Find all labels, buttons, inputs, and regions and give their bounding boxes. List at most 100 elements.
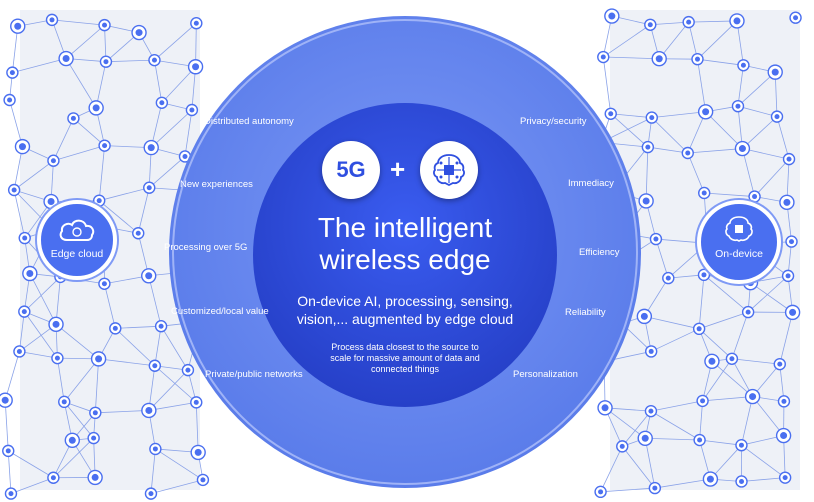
brain-node-icon bbox=[731, 99, 745, 113]
network-link bbox=[65, 24, 105, 59]
brain-node-icon bbox=[697, 268, 711, 282]
brain-node-icon bbox=[190, 17, 203, 30]
brain-node-icon bbox=[789, 11, 802, 24]
device-icon bbox=[744, 388, 761, 405]
brain-node-icon bbox=[737, 59, 750, 72]
network-link bbox=[698, 328, 733, 360]
brain-node-icon bbox=[99, 55, 113, 68]
network-link bbox=[150, 448, 156, 494]
title-line-1: The intelligent bbox=[317, 212, 493, 243]
brain-node-icon bbox=[87, 431, 100, 445]
network-link bbox=[742, 148, 755, 197]
network-link bbox=[19, 351, 58, 359]
network-link bbox=[737, 65, 744, 107]
network-link bbox=[53, 437, 94, 479]
network-link bbox=[647, 146, 688, 154]
brain-node-icon bbox=[696, 394, 709, 408]
network-link bbox=[603, 24, 651, 58]
device-icon bbox=[702, 471, 719, 487]
device-icon bbox=[651, 51, 667, 67]
device-icon bbox=[64, 432, 81, 448]
network-link bbox=[29, 273, 57, 325]
network-link bbox=[23, 311, 58, 359]
brain-node-icon bbox=[4, 487, 18, 500]
network-link bbox=[53, 145, 105, 162]
brain-icon bbox=[725, 216, 753, 242]
network-link bbox=[148, 401, 197, 411]
brain-node-icon bbox=[777, 395, 791, 408]
network-link bbox=[747, 275, 789, 313]
device-icon bbox=[141, 402, 157, 419]
brain-node-icon bbox=[770, 110, 784, 123]
network-link bbox=[688, 22, 698, 60]
network-link bbox=[104, 145, 152, 149]
note: Process data closest to the source to sc… bbox=[290, 342, 520, 375]
network-link bbox=[688, 20, 737, 23]
brain-node-icon bbox=[196, 473, 210, 487]
brain-node-icon bbox=[190, 396, 203, 409]
network-link bbox=[160, 325, 189, 371]
brain-node-icon bbox=[89, 406, 102, 420]
subtitle: On-device AI, processing, sensing, visio… bbox=[255, 292, 555, 328]
network-link bbox=[4, 351, 20, 401]
network-link bbox=[610, 113, 652, 119]
network-link bbox=[73, 118, 105, 146]
network-link bbox=[741, 477, 786, 482]
network-link bbox=[742, 116, 778, 149]
network-link bbox=[11, 26, 19, 73]
brain-node-icon bbox=[109, 322, 122, 335]
network-link bbox=[104, 283, 116, 329]
network-link bbox=[115, 328, 156, 367]
device-icon bbox=[779, 194, 795, 211]
network-link bbox=[154, 22, 197, 61]
brain-node-icon bbox=[181, 363, 195, 377]
network-link bbox=[644, 315, 700, 330]
network-link bbox=[704, 192, 755, 197]
brain-node-icon bbox=[185, 103, 199, 117]
device-icon bbox=[637, 430, 653, 446]
device-icon bbox=[767, 64, 783, 80]
device-icon bbox=[636, 308, 653, 325]
brain-node-icon bbox=[155, 96, 169, 109]
brain-node-icon bbox=[648, 481, 662, 495]
network-link bbox=[731, 358, 780, 365]
brain-node-icon bbox=[682, 15, 695, 29]
brain-node-icon bbox=[691, 52, 704, 66]
network-link bbox=[621, 410, 652, 447]
network-link bbox=[650, 400, 703, 412]
network-link bbox=[95, 410, 149, 414]
note-line-3: connected things bbox=[370, 364, 440, 374]
ring-label-personalization: Personalization bbox=[513, 369, 578, 380]
brain-node-icon bbox=[67, 112, 80, 125]
network-link bbox=[98, 200, 139, 234]
network-link bbox=[155, 448, 204, 481]
network-link bbox=[655, 238, 669, 279]
ring-label-new-experiences: New experiences bbox=[180, 179, 253, 190]
device-icon bbox=[131, 24, 147, 41]
brain-node-icon bbox=[741, 305, 755, 319]
network-link bbox=[651, 328, 700, 352]
ring-label-reliability: Reliability bbox=[565, 307, 606, 318]
subtitle-line-1: On-device AI, processing, sensing, bbox=[297, 293, 513, 309]
brain-node-icon bbox=[785, 235, 798, 248]
device-icon bbox=[10, 18, 26, 34]
network-link bbox=[650, 410, 700, 441]
network-link bbox=[148, 275, 162, 327]
network-link bbox=[702, 358, 733, 402]
network-link bbox=[57, 358, 65, 402]
device-icon bbox=[141, 268, 157, 284]
brain-node-icon bbox=[98, 277, 111, 290]
5g-badge: 5G bbox=[322, 141, 380, 199]
network-link bbox=[154, 60, 163, 103]
network-link bbox=[95, 61, 107, 108]
device-icon bbox=[58, 50, 74, 67]
brain-node-icon bbox=[748, 190, 761, 203]
network-link bbox=[697, 58, 744, 66]
network-link bbox=[98, 145, 105, 201]
brain-node-icon bbox=[594, 485, 607, 499]
on-device-label: On-device bbox=[715, 248, 763, 260]
ring-label-customized-local-value: Customized/local value bbox=[171, 306, 269, 317]
network-link bbox=[703, 274, 749, 313]
brain-node-icon bbox=[149, 442, 162, 456]
